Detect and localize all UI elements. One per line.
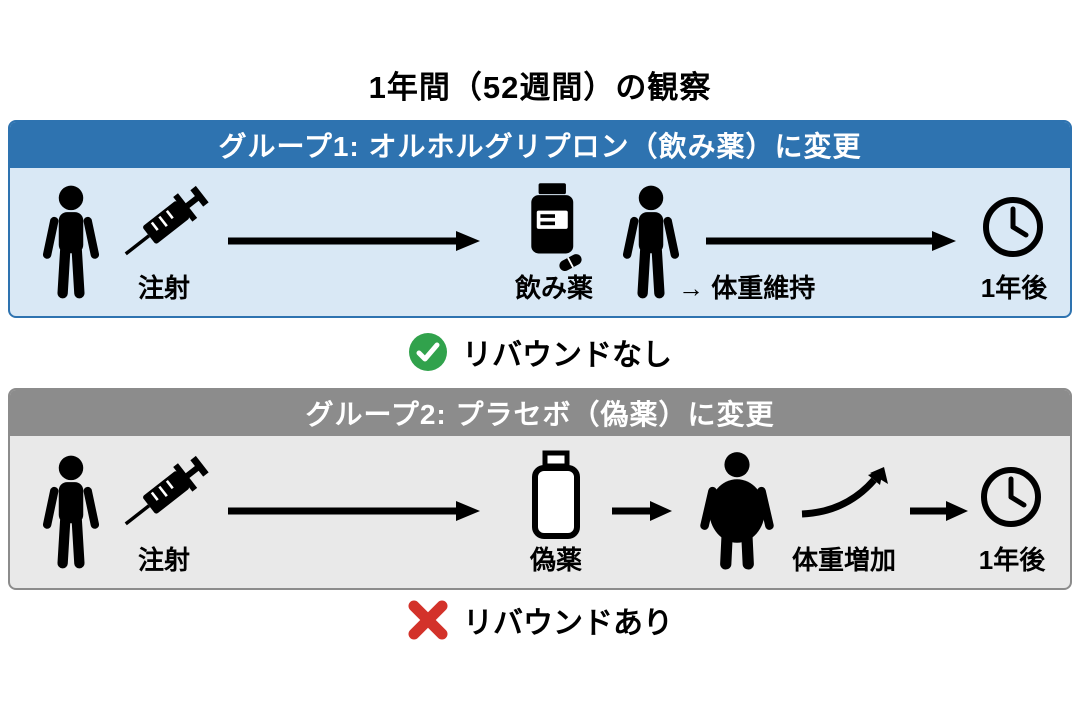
overweight-person-icon xyxy=(694,448,780,574)
medication-label: 飲み薬 xyxy=(514,273,593,303)
injection-label: 注射 xyxy=(137,545,190,575)
weight-maintain-label: → 体重維持 xyxy=(678,273,816,303)
arrow-right-icon xyxy=(706,230,956,252)
group1-header: グループ1: オルホルグリプロン（飲み薬）に変更 xyxy=(10,122,1070,168)
placebo-bottle-icon xyxy=(530,450,582,540)
injection-label: 注射 xyxy=(137,273,190,303)
year-label: 1年後 xyxy=(978,545,1046,575)
rising-curve-arrow-icon xyxy=(798,464,894,522)
group2-header: グループ2: プラセボ（偽薬）に変更 xyxy=(10,390,1070,436)
arrow-right-icon xyxy=(228,500,480,522)
syringe-icon xyxy=(112,442,216,546)
person-icon xyxy=(42,180,100,306)
cross-icon xyxy=(407,599,449,641)
group2-result-label: リバウンドあり xyxy=(463,607,673,640)
group2-panel: グループ2: プラセボ（偽薬）に変更 xyxy=(8,388,1072,590)
group1-panel: グループ1: オルホルグリプロン（飲み薬）に変更 xyxy=(8,120,1072,318)
clock-icon xyxy=(980,194,1046,260)
clock-icon xyxy=(978,464,1044,530)
person-icon xyxy=(622,180,680,306)
group1-body: 注射 xyxy=(10,168,1070,316)
medication-label: 偽薬 xyxy=(529,545,582,575)
group2-result: リバウンドあり xyxy=(0,598,1080,642)
arrow-right-icon xyxy=(228,230,480,252)
arrow-right-icon xyxy=(612,500,672,522)
arrow-right-icon xyxy=(910,500,968,522)
syringe-icon xyxy=(112,172,216,276)
group1-result-label: リバウンドなし xyxy=(462,339,672,372)
group2-body: 注射 偽薬 xyxy=(10,436,1070,588)
weight-gain-label: 体重増加 xyxy=(791,545,896,575)
year-label: 1年後 xyxy=(980,273,1048,303)
group1-result: リバウンドなし xyxy=(0,330,1080,374)
person-icon xyxy=(42,450,100,576)
diagram-title: 1年間（52週間）の観察 xyxy=(368,70,712,105)
pill-bottle-icon xyxy=(524,182,586,272)
check-circle-icon xyxy=(408,332,448,372)
